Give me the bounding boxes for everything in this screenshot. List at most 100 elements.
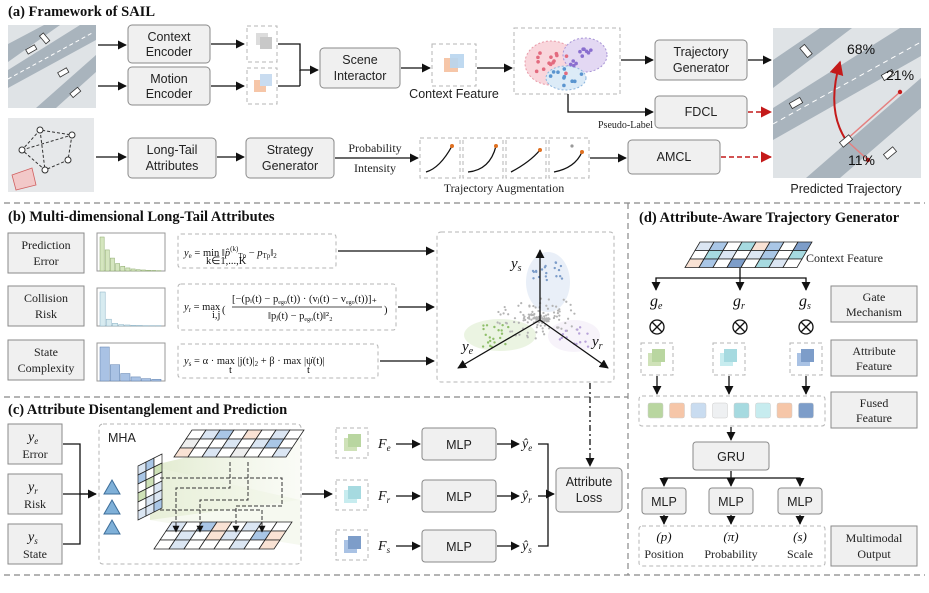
cloud-point [500,329,503,332]
hist-bar [120,265,126,272]
formula-state-box [177,343,379,379]
otimes-icons [649,319,814,335]
mha-block [98,423,305,565]
collision-risk-box [7,285,85,327]
out-scale-label: Scale [787,547,813,561]
cloud-point [558,314,561,317]
cloud-point [573,312,576,315]
cloud-point [545,278,549,282]
cloud-point [496,321,499,324]
cloud-point [503,305,506,309]
hist-bar [130,325,137,327]
cluster-dot [568,62,573,67]
amcl-box [627,139,721,175]
gru-box [692,441,770,471]
cloud-point [527,313,530,316]
cloud-point [532,270,536,274]
cloud-point [524,318,527,321]
cloud-point [531,310,534,313]
cluster-dot [582,47,586,51]
gate-gs: gs [799,293,811,312]
fused-feature-row [638,395,826,427]
cloud-point [562,298,565,301]
scene-interactor-label-1: Scene [342,53,377,67]
cloud-point [569,303,572,306]
cloud-point [576,328,579,331]
formula-risk-num: [−(pᵢ(t) − pego(t)) · (vⱼ(t) − vego(t))]… [232,294,378,306]
mlp-position-box [641,487,687,515]
collision-risk-label-1: Collision [24,291,68,305]
ye-error-box [7,423,63,465]
cloud-point [498,336,502,340]
cloud-point [500,332,504,335]
yhat-e: ŷe [520,437,532,453]
cloud-point [564,329,568,333]
section-d-title: (d) Attribute-Aware Trajectory Generator [639,210,900,226]
cloud-point [532,277,535,280]
strategy-generator-label-2: Generator [262,159,318,173]
cloud-point [545,317,548,320]
mlp-s-label: MLP [446,540,472,554]
cloud-point [586,345,590,348]
fused-square [690,402,707,419]
cloud-point [543,266,547,269]
cloud-point [540,317,543,320]
attribute-loss-label-1: Attribute [566,475,613,489]
mlp-scale-box [777,487,823,515]
cluster-dot [574,61,578,66]
cloud-point [553,266,556,270]
trajectory-generator-label-1: Trajectory [673,45,729,59]
cloud-point [557,268,561,272]
mlp-r-box [421,479,497,513]
grid-cell [782,258,803,268]
formula-error-box [177,233,337,269]
intensity-caption: Intensity [354,161,396,175]
cluster-dot [570,79,574,84]
cloud-point [536,323,539,326]
cloud-point [547,298,550,301]
gate-mechanism-label-1: Gate [863,290,886,304]
ys-state-label: State [23,547,47,561]
cloud-point [517,321,520,324]
cloud-point [535,331,538,334]
multimodal-output-label-2: Output [857,547,891,561]
gate-gr: gr [733,293,745,312]
fused-square [733,402,750,419]
cloud-point [504,308,507,311]
out-position-label: Position [644,547,683,561]
cloud-point [489,339,492,343]
cloud-point [522,317,526,320]
cloud-point [526,331,529,334]
fs-symbol: Fs [377,539,391,555]
cloud-point [543,324,546,327]
cloud-point [547,327,551,330]
mlp-scale-label: MLP [787,495,813,509]
trajectory-generator-box [654,39,748,81]
formula-risk-sub: i,j [212,310,221,321]
long-tail-attributes-label-1: Long-Tail [147,143,198,157]
cloud-point [501,323,504,327]
cluster-dot [586,51,591,55]
out-probability-symbol: (π) [723,529,738,544]
fused-feature-label-2: Feature [856,411,892,425]
cloud-point [559,264,563,268]
trajectory-generator-label-2: Generator [673,61,729,75]
cloud-point [541,327,544,330]
cloud-point [544,319,547,322]
hist-bar [136,325,143,327]
cloud-point [526,316,530,320]
cloud-point [486,341,490,344]
cloud-point [558,338,562,341]
cloud-point [554,261,558,265]
strategy-generator-label-1: Strategy [267,143,314,157]
hist-bar [99,236,105,272]
cluster-dot [549,55,553,59]
cluster-dot [541,67,546,71]
hist-bar [118,324,125,327]
hist-bar [124,324,131,327]
cloud-point [584,340,587,343]
long-tail-attributes-label-2: Attributes [146,159,199,173]
cloud-point [560,277,564,280]
attribute-feature-label-2: Feature [856,359,892,373]
hist-bar [141,378,151,382]
